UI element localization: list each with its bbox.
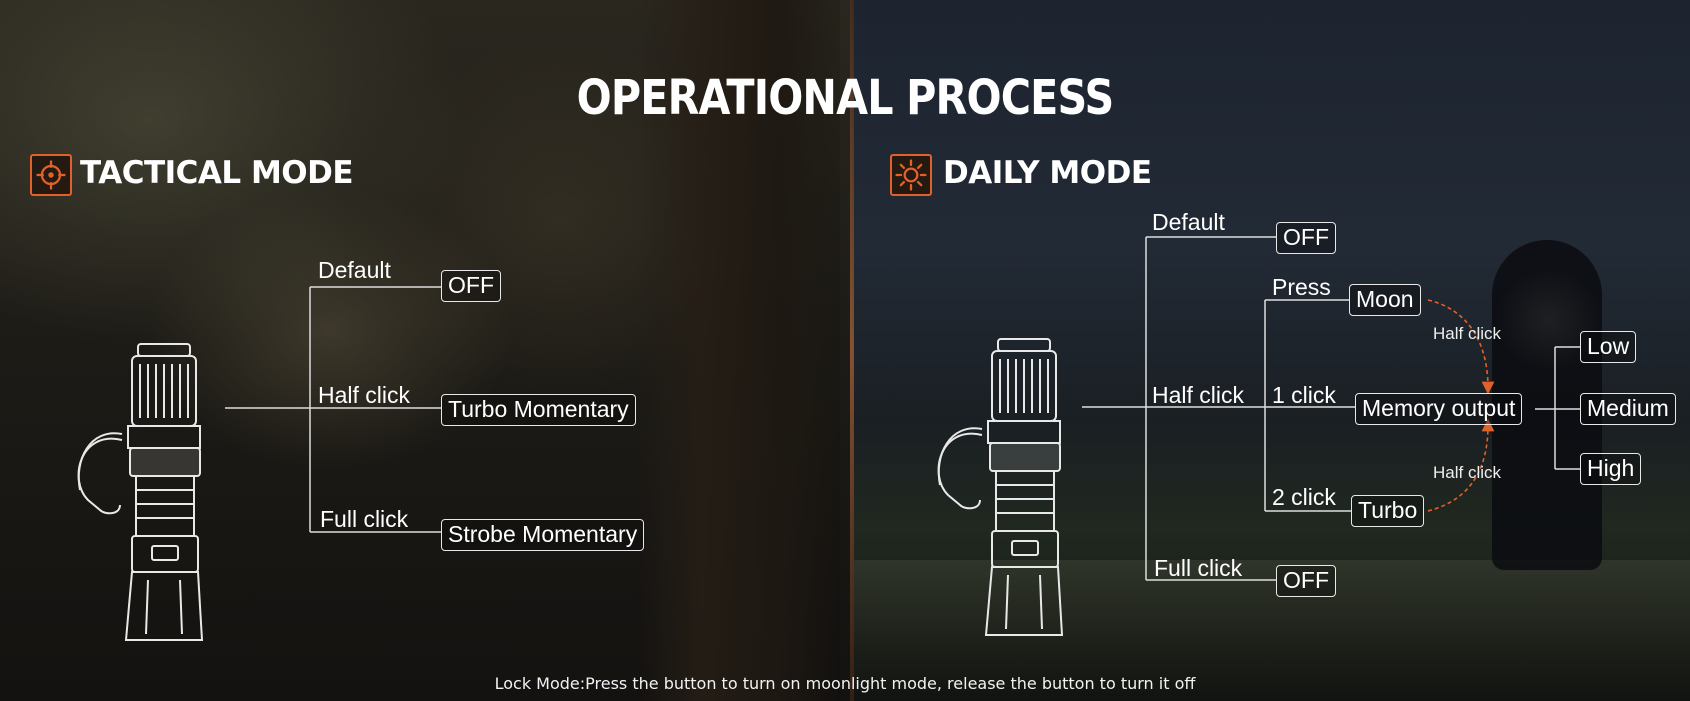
tactical-mode-title: TACTICAL MODE — [80, 155, 354, 191]
daily-background-photo — [854, 0, 1690, 701]
daily-default-label: Default — [1152, 209, 1225, 235]
daily-moon-box: Moon — [1349, 284, 1421, 316]
tactical-half-click-label: Half click — [318, 382, 411, 408]
lock-mode-footer: Lock Mode:Press the button to turn on mo… — [494, 674, 1196, 693]
hill — [854, 560, 1690, 701]
daily-half-click-hint-upper: Half click — [1433, 324, 1502, 343]
daily-half-click-label: Half click — [1152, 382, 1245, 408]
flashlight-illustration-daily — [937, 338, 1064, 636]
daily-level-low: Low — [1580, 331, 1637, 363]
daily-full-click-result: OFF — [1276, 565, 1336, 597]
tactical-default-label: Default — [318, 257, 391, 283]
tactical-default-result: OFF — [441, 270, 501, 302]
person-silhouette — [1492, 240, 1602, 570]
daily-half-click-hint-lower: Half click — [1433, 463, 1502, 482]
tactical-background-photo — [0, 0, 852, 701]
page-title: OPERATIONAL PROCESS — [576, 70, 1115, 126]
panel-divider — [850, 0, 854, 701]
daily-press-label: Press — [1272, 274, 1331, 300]
tactical-full-click-label: Full click — [320, 506, 409, 532]
daily-two-click-label: 2 click — [1272, 484, 1336, 510]
daily-turbo-box: Turbo — [1351, 495, 1425, 527]
daily-level-medium: Medium — [1580, 393, 1676, 425]
daily-default-result: OFF — [1276, 222, 1336, 254]
daily-full-click-label: Full click — [1154, 555, 1243, 581]
tactical-full-click-result: Strobe Momentary — [441, 519, 645, 551]
tree-trunk — [640, 0, 840, 701]
crosshair-icon — [30, 154, 72, 196]
tactical-half-click-result: Turbo Momentary — [441, 394, 636, 426]
daily-mode-title: DAILY MODE — [943, 155, 1152, 191]
daily-one-click-label: 1 click — [1272, 382, 1336, 408]
daily-level-high: High — [1580, 453, 1642, 485]
flashlight-illustration-tactical — [77, 343, 204, 641]
sun-icon — [890, 154, 932, 196]
daily-memory-output-box: Memory output — [1355, 393, 1523, 425]
